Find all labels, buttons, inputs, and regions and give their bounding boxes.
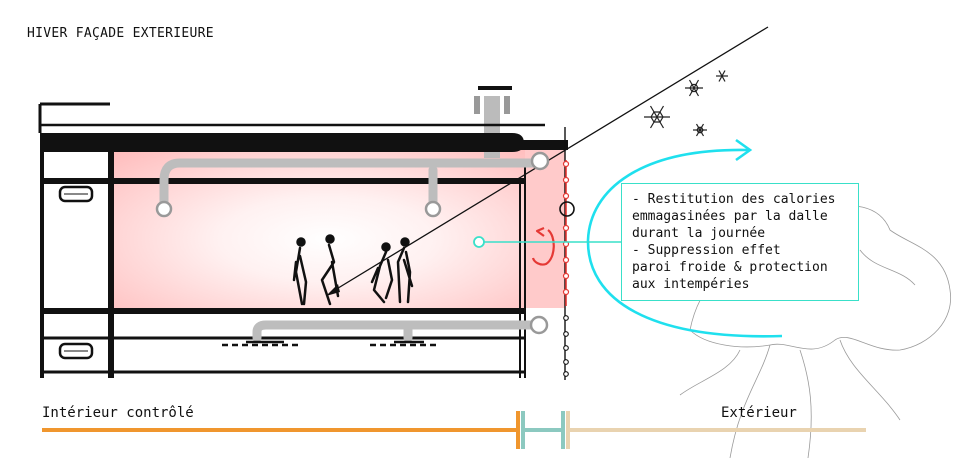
callout-line: - Restitution des calories <box>632 192 836 207</box>
duct-outlet <box>155 151 550 218</box>
callout-box: - Restitution des calories emmagasinées … <box>621 183 859 301</box>
interior-zone-label: Intérieur contrôlé <box>42 405 194 421</box>
people-icon <box>292 234 414 306</box>
facade-marker-inner <box>516 411 520 449</box>
wall-vent-icon <box>58 185 94 203</box>
callout-line: aux intempéries <box>632 277 750 292</box>
opening-hinge <box>559 201 575 217</box>
floor-diffuser <box>222 340 436 347</box>
lower-floor-slab <box>40 308 526 314</box>
callout-anchor <box>473 236 485 248</box>
upper-floor-slab <box>40 178 526 184</box>
facade-marker-outer <box>561 411 565 449</box>
callout-line: emmagasinées par la dalle <box>632 209 828 224</box>
callout-line: durant la journée <box>632 226 766 241</box>
buffer-space-fill <box>525 150 565 308</box>
facade-marker-outer <box>566 411 570 449</box>
heat-cycle-icon <box>531 226 555 266</box>
floor-duct <box>252 320 543 343</box>
wall-vent-icon <box>58 342 94 360</box>
cold-airflow-arrow <box>586 148 783 338</box>
left-column <box>40 150 44 378</box>
cold-airflow-arrowhead <box>735 138 753 162</box>
duct-outlet <box>529 315 549 335</box>
core-wall <box>108 150 114 378</box>
diagram-title: HIVER FAÇADE EXTERIEURE <box>27 26 214 41</box>
callout-line: - Suppression effet <box>632 243 781 258</box>
facade-marker-inner <box>521 411 525 449</box>
snowflake-icon <box>644 70 728 137</box>
facade-panel-joints <box>562 160 570 296</box>
warm-interior-zone <box>113 150 525 312</box>
callout-line: paroi froide & protection <box>632 260 828 275</box>
exterior-zone-label: Extérieur <box>721 405 797 421</box>
facade-panel-joints-lower <box>563 315 569 377</box>
roof-slab <box>40 133 524 152</box>
